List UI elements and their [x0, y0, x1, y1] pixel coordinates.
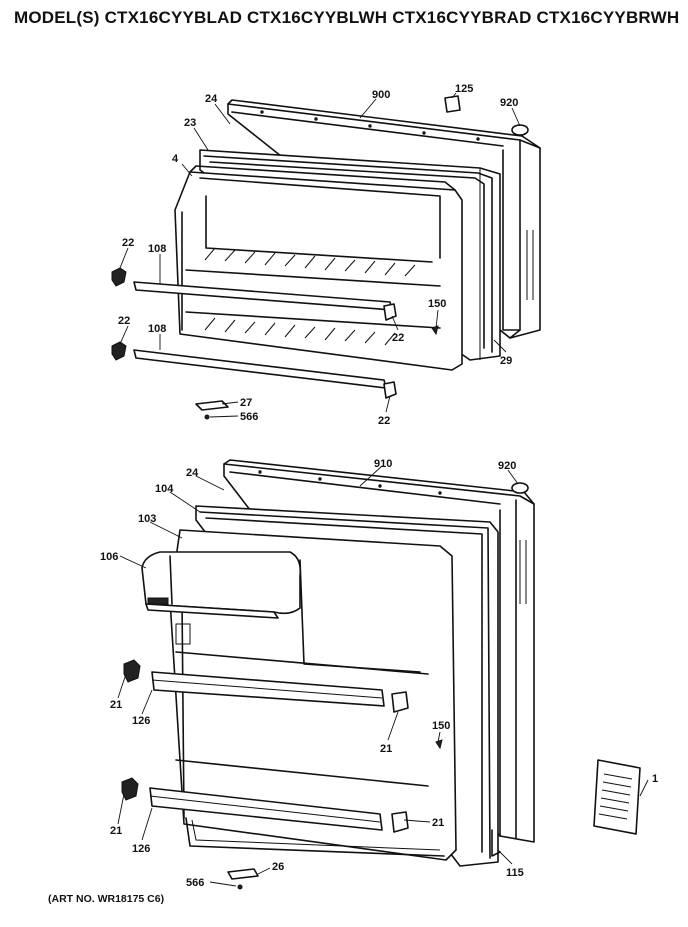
callout-24-top: 24 — [205, 93, 218, 105]
callout-labels: 900 125 920 24 23 4 22 108 22 108 150 22… — [100, 83, 658, 889]
callout-920-bottom: 920 — [498, 460, 516, 472]
freezer-rail-cap-right-upper — [383, 303, 397, 321]
bracket-21-left-lower — [121, 777, 139, 801]
freezer-rail-cap-left-lower — [111, 341, 127, 361]
callout-566-top: 566 — [240, 411, 258, 423]
callout-566-bottom: 566 — [186, 877, 204, 889]
screw-566-bottom — [237, 884, 243, 890]
freezer-door-assembly — [111, 95, 541, 420]
callout-21-c: 21 — [110, 825, 122, 837]
callout-21-d: 21 — [432, 817, 444, 829]
fresh-food-shelf-rail-lower — [149, 787, 383, 831]
dairy-compartment-door — [141, 551, 302, 619]
callout-27: 27 — [240, 397, 252, 409]
hinge-part-27 — [195, 400, 229, 411]
fresh-food-door-assembly — [121, 459, 535, 890]
leader-lines — [117, 92, 649, 887]
bracket-21-right-upper — [391, 691, 409, 713]
fresh-food-shelf-rail-upper — [151, 671, 385, 707]
callout-22-b: 22 — [118, 315, 130, 327]
callout-104: 104 — [155, 483, 174, 495]
bracket-21-left-upper — [123, 659, 141, 683]
callout-103: 103 — [138, 513, 156, 525]
freezer-door-liner — [174, 165, 463, 371]
installation-literature-1 — [593, 759, 641, 835]
callout-108-a: 108 — [148, 243, 166, 255]
screw-150-top — [431, 325, 439, 336]
callout-22-a: 22 — [122, 237, 134, 249]
callout-900: 900 — [372, 89, 390, 101]
callout-4: 4 — [172, 153, 179, 165]
callout-22-c: 22 — [392, 332, 404, 344]
door-stop-115 — [491, 829, 501, 857]
callout-21-b: 21 — [380, 743, 392, 755]
callout-29: 29 — [500, 355, 512, 367]
cap-part-125 — [444, 95, 461, 113]
freezer-rail-cap-left-upper — [111, 267, 127, 287]
bracket-21-right-lower — [391, 811, 409, 833]
callout-108-b: 108 — [148, 323, 166, 335]
callout-26: 26 — [272, 861, 284, 873]
callout-21-a: 21 — [110, 699, 122, 711]
hinge-plug-920-bottom — [511, 482, 529, 494]
callout-126-b: 126 — [132, 843, 150, 855]
callout-115: 115 — [506, 867, 524, 879]
callout-150-bottom: 150 — [432, 720, 450, 732]
callout-22-d: 22 — [378, 415, 390, 427]
model-title: MODEL(S) CTX16CYYBLAD CTX16CYYBLWH CTX16… — [14, 8, 680, 27]
callout-920-top: 920 — [500, 97, 518, 109]
callout-23: 23 — [184, 117, 196, 129]
callout-910: 910 — [374, 458, 392, 470]
screw-150-bottom — [435, 739, 443, 750]
hinge-plug-920-top — [511, 124, 529, 136]
art-number: (ART NO. WR18175 C6) — [48, 893, 165, 905]
freezer-rail-cap-right-lower — [383, 381, 397, 399]
screw-566-top — [204, 414, 210, 420]
callout-150-top: 150 — [428, 298, 446, 310]
callout-106: 106 — [100, 551, 118, 563]
hinge-part-26 — [227, 868, 259, 880]
callout-126-a: 126 — [132, 715, 150, 727]
callout-24-bottom: 24 — [186, 467, 199, 479]
callout-125: 125 — [455, 83, 473, 95]
callout-1: 1 — [652, 773, 658, 785]
